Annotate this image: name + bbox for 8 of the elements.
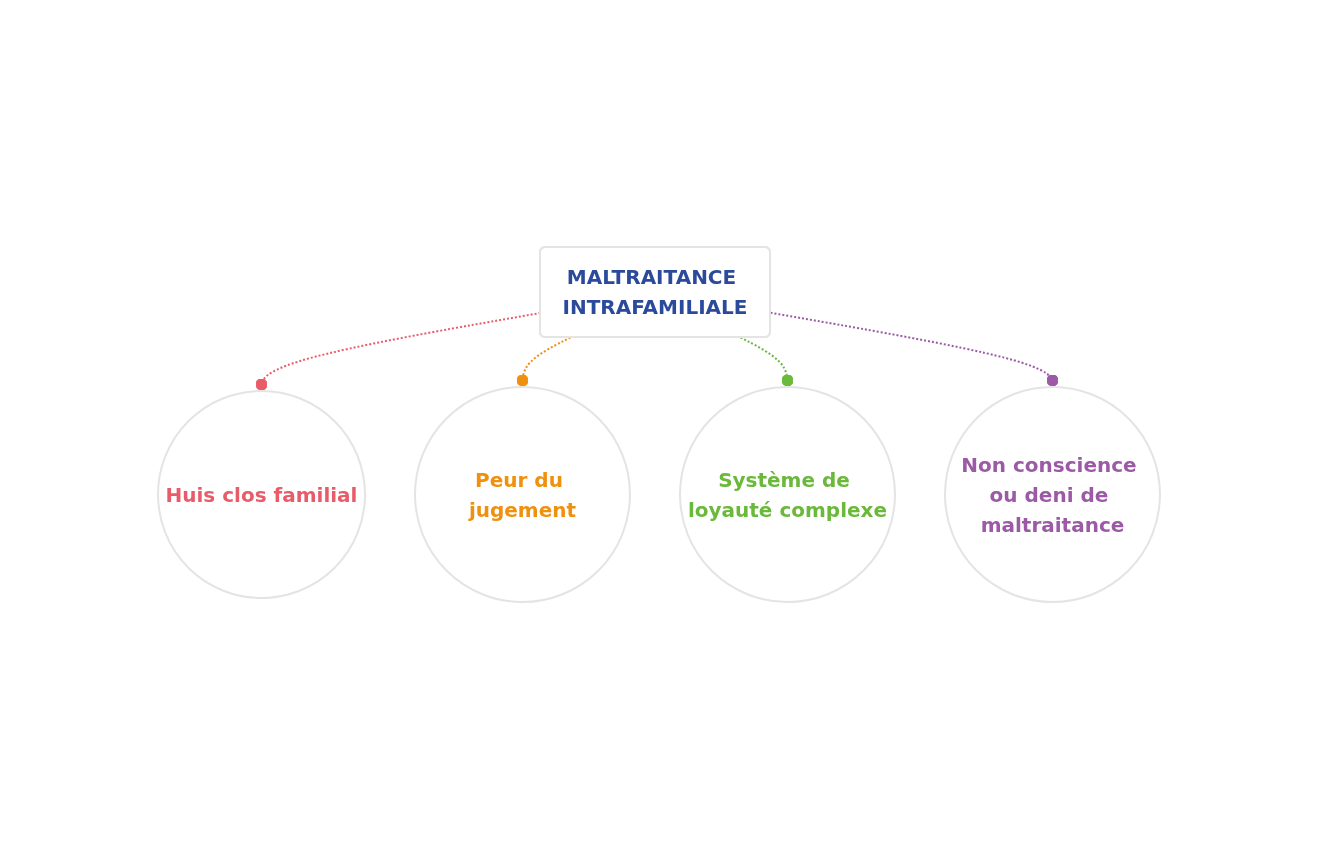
dotted-connector	[515, 336, 571, 388]
topic-circle: Système de loyauté complexe	[678, 386, 896, 603]
dotted-connector	[739, 336, 794, 388]
title-box: MALTRAITANCE INTRAFAMILIALE	[538, 246, 771, 338]
topic-circle: Huis clos familial	[156, 390, 366, 599]
topic-circle: Peur du jugement	[413, 386, 631, 603]
dotted-connector	[769, 311, 1059, 388]
topic-circle: Non conscience ou deni de maltraitance	[943, 386, 1161, 603]
